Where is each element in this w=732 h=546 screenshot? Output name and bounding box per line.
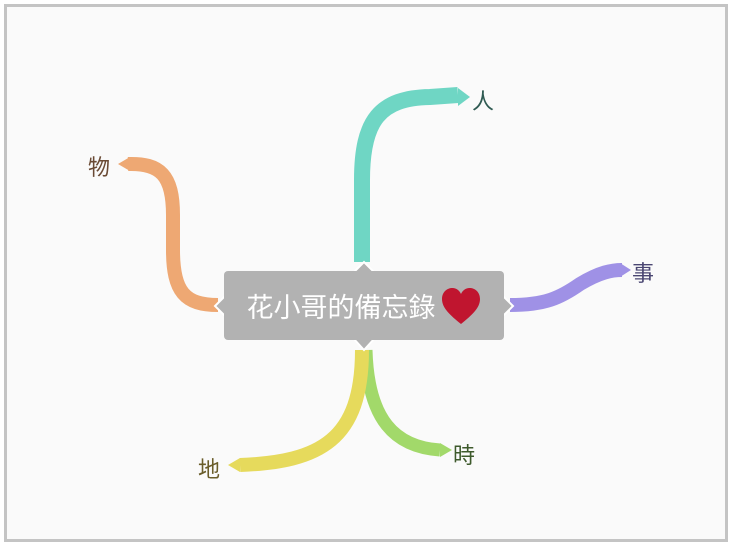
branch-ren-arrow [458, 88, 470, 106]
branch-shi-arrow [620, 263, 631, 277]
branch-shi[interactable] [509, 263, 623, 312]
heart-icon [441, 287, 480, 324]
branch-wu[interactable] [127, 156, 219, 312]
branch-di[interactable] [239, 349, 369, 472]
topic-di[interactable]: 地 [198, 458, 221, 483]
branch-shi2[interactable] [359, 349, 441, 457]
topic-ren[interactable]: 人 [472, 90, 495, 115]
branch-shi2-arrow [440, 443, 452, 457]
central-topic[interactable]: 花小哥的備忘錄 [224, 271, 504, 340]
topic-wu[interactable]: 物 [88, 156, 111, 181]
center-notch-bottom [351, 338, 377, 352]
branch-wu-arrow [118, 157, 130, 171]
topic-shi[interactable]: 事 [632, 262, 655, 287]
topic-shi2[interactable]: 時 [453, 444, 476, 469]
branch-ren[interactable] [354, 87, 459, 262]
branch-di-arrow [228, 458, 240, 472]
central-topic-title: 花小哥的備忘錄 [246, 293, 436, 324]
